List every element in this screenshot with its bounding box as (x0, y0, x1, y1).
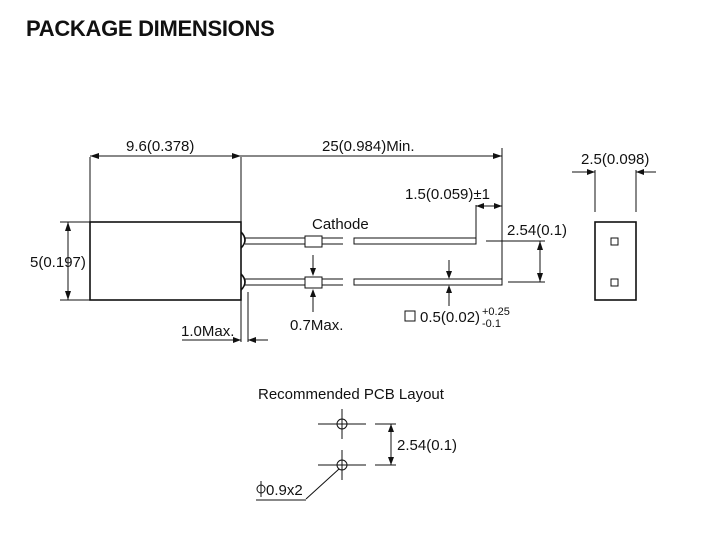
label-lead-bend: 0.7Max. (290, 317, 343, 334)
label-width-side: 2.5(0.098) (581, 151, 649, 168)
label-hole: 0.9x2 (266, 482, 303, 499)
square-symbol (404, 310, 416, 322)
label-body-length: 9.6(0.378) (126, 138, 194, 155)
dim-body-length: 9.6(0.378) (89, 138, 242, 222)
dim-lead-square: 0.5(0.02) +0.25 -0.1 (404, 260, 510, 330)
dim-lead-length: 25(0.984)Min. (241, 138, 503, 279)
label-pcb-pitch: 2.54(0.1) (397, 437, 457, 454)
dim-standoff: 1.0Max. (181, 292, 268, 343)
dim-lead-offset: 1.5(0.059)±1 (405, 186, 502, 238)
lead-bottom (245, 276, 503, 289)
label-pitch-side: 2.54(0.1) (507, 222, 567, 239)
page-title: PACKAGE DIMENSIONS (26, 16, 275, 41)
dim-lead-bend: 0.7Max. (290, 255, 343, 334)
dim-pitch-side: 2.54(0.1) (486, 222, 567, 283)
dim-height: 5(0.197) (30, 221, 90, 301)
label-standoff: 1.0Max. (181, 323, 234, 340)
label-height: 5(0.197) (30, 254, 86, 271)
cathode-callout: Cathode (312, 216, 369, 233)
diameter-symbol (256, 481, 266, 497)
pcb-layout: 2.54(0.1) 0.9x2 (256, 409, 457, 501)
led-body (89, 221, 246, 301)
pcb-title: Recommended PCB Layout (258, 386, 445, 403)
label-cathode: Cathode (312, 216, 369, 233)
end-view: 2.5(0.098) (572, 151, 656, 301)
label-lead-square: 0.5(0.02) (420, 309, 480, 326)
lead-top (245, 235, 477, 248)
label-lead-square-tol-minus: -0.1 (482, 318, 501, 330)
label-lead-offset: 1.5(0.059)±1 (405, 186, 490, 203)
label-lead-length: 25(0.984)Min. (322, 138, 415, 155)
label-lead-square-tol-plus: +0.25 (482, 306, 510, 318)
